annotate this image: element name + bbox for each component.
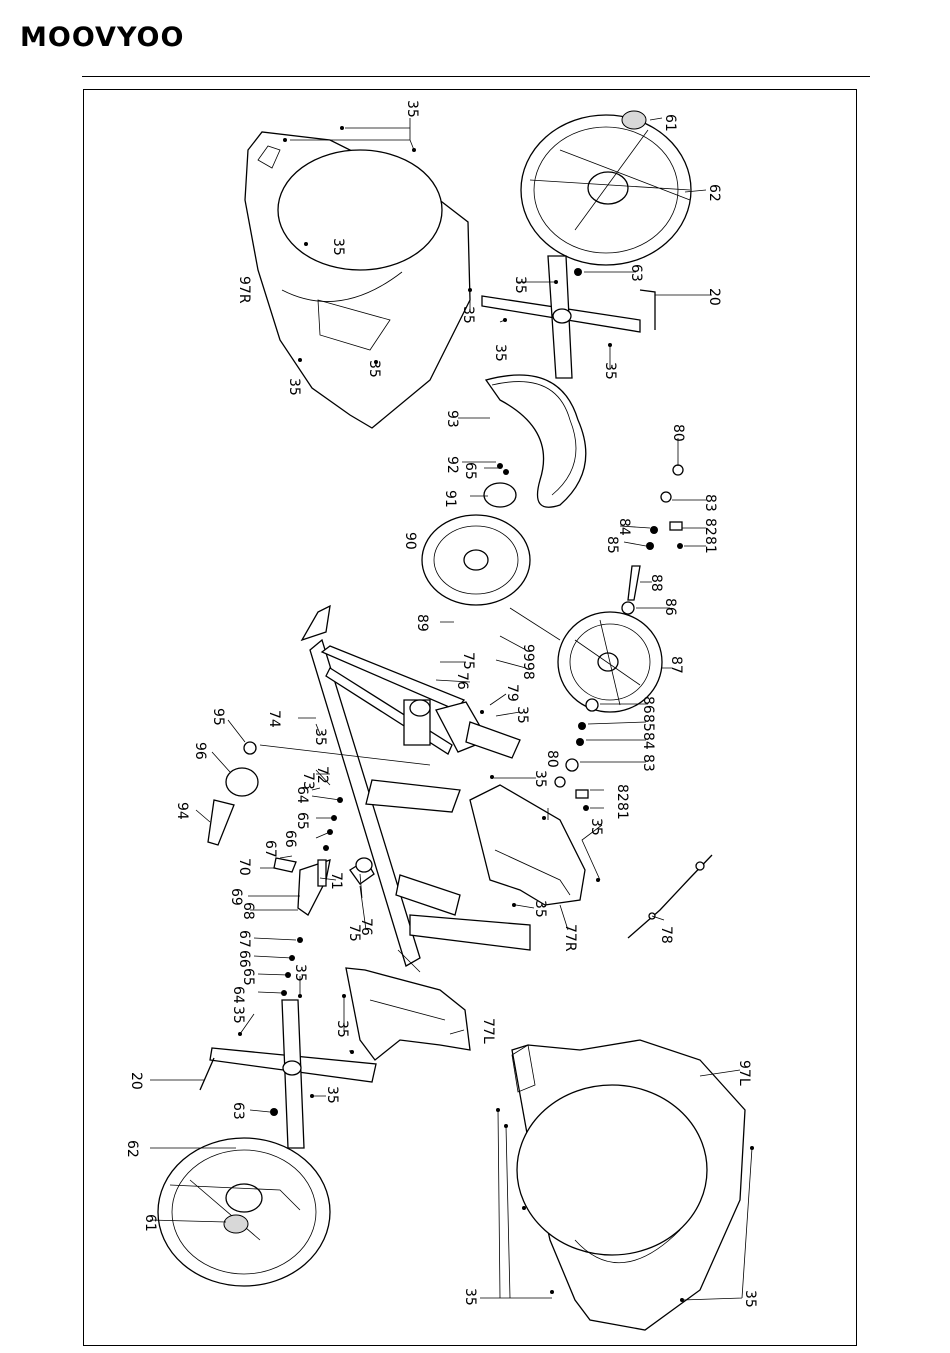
callout-86: 86 [662,598,678,616]
callout-96: 96 [192,742,208,760]
callout-35: 35 [324,1086,340,1104]
callout-71: 71 [328,872,344,890]
callout-35: 35 [462,1288,478,1306]
cover-97l [512,1040,745,1330]
callout-83: 83 [640,754,656,772]
callout-91: 91 [442,490,458,508]
callout-87: 87 [668,656,684,674]
callout-35: 35 [492,344,508,362]
callout-35: 35 [404,100,420,118]
callout-35: 35 [512,276,528,294]
callout-65: 65 [240,968,256,986]
callout-75: 75 [460,652,476,670]
flywheel-cover-62-top [521,111,691,265]
callout-35: 35 [334,1020,350,1038]
callout-75: 75 [346,924,362,942]
callout-35: 35 [602,362,618,380]
callout-35: 35 [312,728,328,746]
callout-80: 80 [544,750,560,768]
callout-66: 66 [236,950,252,968]
callout-35: 35 [532,900,548,918]
callout-97r: 97R [236,276,252,304]
callout-93: 93 [444,410,460,428]
callout-77l: 77L [480,1018,496,1044]
callout-90: 90 [402,532,418,550]
callout-98: 98 [520,662,536,680]
callout-95: 95 [210,708,226,726]
callout-35: 35 [230,1006,246,1024]
callout-85: 85 [640,714,656,732]
cover-77l [346,968,470,1060]
callout-35: 35 [292,964,308,982]
cover-77r [470,785,585,905]
callout-92: 92 [444,456,460,474]
callout-20: 20 [128,1072,144,1090]
callout-35: 35 [742,1290,758,1308]
callout-80: 80 [670,424,686,442]
callout-63: 63 [230,1102,246,1120]
callout-78: 78 [658,926,674,944]
flywheel-cover-62-bot [158,1138,330,1286]
callout-85: 85 [604,536,620,554]
callout-65: 65 [294,812,310,830]
callout-64: 64 [230,986,246,1004]
callout-62: 62 [124,1140,140,1158]
callout-67: 67 [262,840,278,858]
callout-86: 86 [640,696,656,714]
callout-79: 79 [504,684,520,702]
cover-97r [245,132,470,428]
callout-67: 67 [236,930,252,948]
callout-35: 35 [286,378,302,396]
callout-82: 82 [702,518,718,536]
callout-84: 84 [640,732,656,750]
callout-61: 61 [142,1214,158,1232]
pulley-90 [422,463,530,605]
callout-84: 84 [616,518,632,536]
callout-35: 35 [532,770,548,788]
callout-70: 70 [236,858,252,876]
callout-35: 35 [514,706,530,724]
callout-94: 94 [174,802,190,820]
callout-35: 35 [330,238,346,256]
callout-82: 82 [614,784,630,802]
callout-74: 74 [266,710,282,728]
callout-61: 61 [662,114,678,132]
callout-99: 99 [520,644,536,662]
callout-83: 83 [702,494,718,512]
callout-97l: 97L [736,1060,752,1086]
callout-63: 63 [628,264,644,282]
callout-68: 68 [240,902,256,920]
callout-76: 76 [454,672,470,690]
callout-20: 20 [706,288,722,306]
callout-35: 35 [460,306,476,324]
callout-81: 81 [614,802,630,820]
callout-64: 64 [294,786,310,804]
callout-65: 65 [462,462,478,480]
callout-35: 35 [366,360,382,378]
callout-88: 88 [648,574,664,592]
callout-77r: 77R [562,924,578,952]
callout-66: 66 [282,830,298,848]
callout-62: 62 [706,184,722,202]
callout-35: 35 [588,818,604,836]
callout-81: 81 [702,536,718,554]
callout-89: 89 [414,614,430,632]
